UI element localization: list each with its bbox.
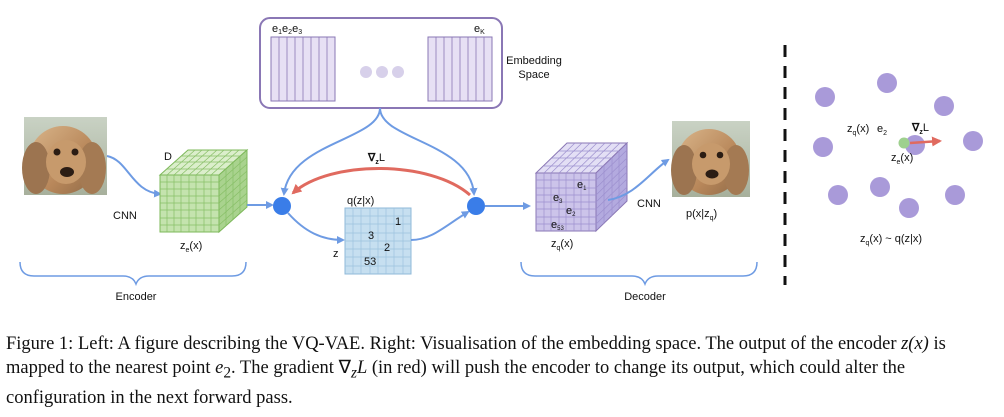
embedding-first-labels: e1e2e3	[272, 23, 302, 36]
caption-part-2: is mapped to the nearest point	[6, 334, 946, 378]
embedding-last-label: eK	[474, 23, 485, 36]
caption-math-nabla-sub: z	[350, 364, 357, 382]
gradient-arrow	[291, 167, 471, 197]
right-bottom-label: zq(x) ~ q(z|x)	[860, 233, 922, 247]
posterior-grid	[344, 207, 412, 275]
encoder-cnn-label: CNN	[113, 210, 137, 222]
right-e2-label: e2	[877, 123, 887, 137]
right-ze-label: ze(x)	[891, 152, 913, 166]
reconstruction-label: p(x|zq)	[686, 208, 717, 222]
arrow-grid-to-node	[410, 210, 470, 241]
embedding-space: e1e2e3 eK	[259, 17, 503, 109]
caption-math-L: L	[356, 358, 368, 378]
caption-math-nabla: ∇	[338, 358, 351, 378]
posterior-z-label: z	[333, 248, 339, 260]
quantize-node-right	[467, 197, 485, 215]
quantize-node-left	[273, 197, 291, 215]
arrow-embedding-to-left-node	[280, 107, 381, 196]
decoder-cube-label-e53: e53	[551, 219, 564, 232]
caption-math-e-sub: 2	[223, 364, 232, 382]
arrow-decoder-to-output	[607, 158, 670, 201]
arrow-node-to-grid	[287, 212, 345, 244]
embedding-points	[813, 73, 983, 218]
decoder-cube-label-e1: e1	[577, 179, 587, 192]
decoder-input-label: zq(x)	[551, 238, 573, 252]
caption-part-1: Figure 1: Left: A figure describing the …	[6, 334, 902, 354]
ellipsis-dots	[360, 66, 404, 78]
decoder-cnn-label: CNN	[637, 198, 661, 210]
encoder-brace	[19, 261, 247, 287]
posterior-cell-3: 3	[368, 230, 374, 242]
embedding-block-left	[270, 36, 336, 102]
embedding-space-label: Embedding	[506, 55, 562, 67]
decoder-brace	[520, 261, 758, 287]
decoder-cube-label-e2: e2	[566, 205, 576, 218]
arrow-embedding-to-right-node	[379, 107, 478, 196]
reconstructed-dog-photo-icon	[671, 121, 750, 197]
right-gradient-arrow	[909, 136, 942, 147]
posterior-cell-1: 1	[395, 216, 401, 228]
decoder-cube-label-e3: e3	[553, 192, 563, 205]
caption-part-3: . The gradient	[231, 358, 339, 378]
encoder-output-point	[898, 137, 910, 149]
arrow-input-to-encoder	[106, 155, 162, 198]
encoder-section-label: Encoder	[116, 291, 157, 303]
dog-photo-icon	[22, 117, 107, 195]
caption-math-e: e	[215, 358, 224, 378]
embedding-space-label-2: Space	[518, 69, 549, 81]
posterior-cell-2: 2	[384, 242, 390, 254]
encoder-dim-label: D	[164, 151, 172, 163]
vqvae-figure: e1e2e3 eK Embedding Space CNN	[19, 17, 983, 303]
encoder-cube	[158, 148, 249, 234]
decoder-cube	[534, 141, 629, 233]
right-zq-label: zq(x)	[847, 123, 869, 137]
posterior-cell-53: 53	[364, 256, 376, 268]
decoder-section-label: Decoder	[624, 291, 666, 303]
right-grad-label: ∇zL	[911, 122, 929, 136]
embedding-block-right	[427, 36, 493, 102]
gradient-label: ∇zL	[367, 152, 385, 166]
caption-math-zx: z(x)	[901, 334, 929, 354]
encoder-output-label: ze(x)	[180, 240, 202, 254]
figure-caption: Figure 1: Left: A figure describing the …	[6, 332, 998, 410]
posterior-title: q(z|x)	[347, 195, 374, 207]
caption-part-4: (in red) will push the encoder to change…	[6, 358, 906, 408]
